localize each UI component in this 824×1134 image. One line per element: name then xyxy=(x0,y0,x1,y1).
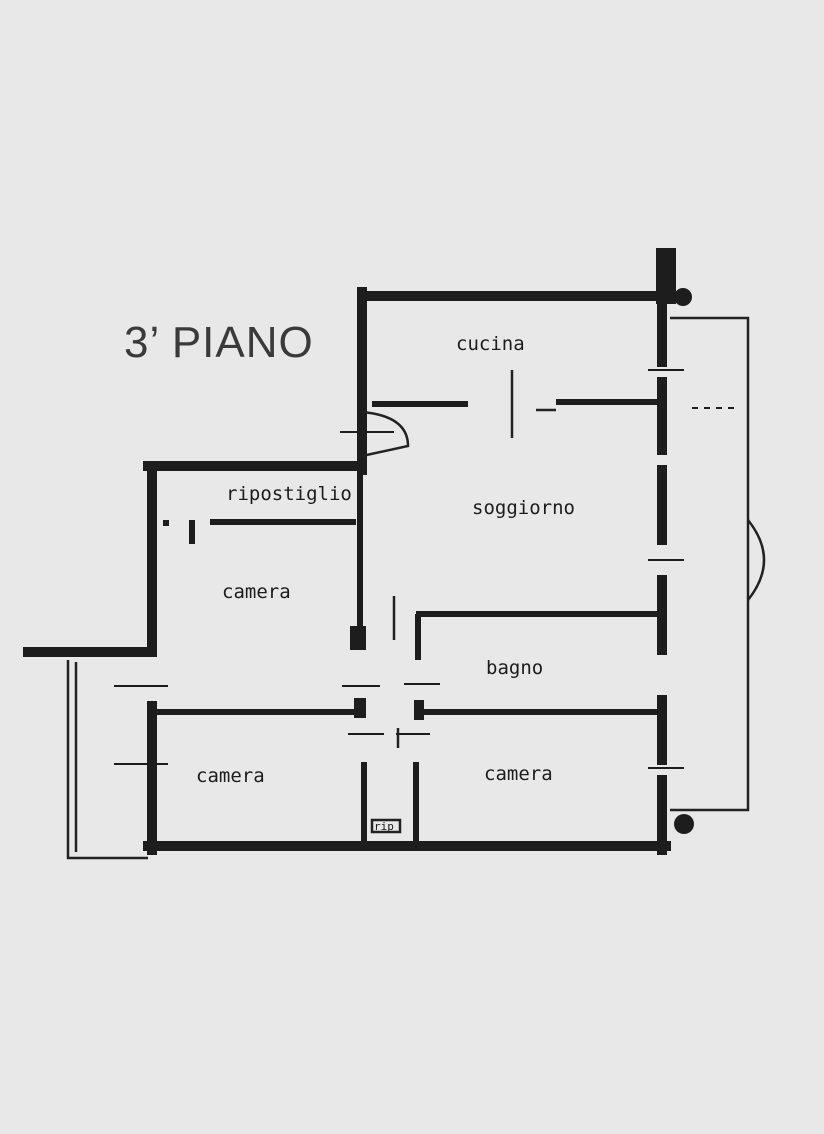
exterior-walls xyxy=(23,248,694,855)
right-balcony xyxy=(648,316,766,812)
interior-partitions xyxy=(152,370,660,846)
room-labels: cucina soggiorno ripostiglio camera bagn… xyxy=(196,333,575,833)
room-label-camera-3: camera xyxy=(484,763,553,785)
room-label-ripostiglio: ripostiglio xyxy=(226,483,352,505)
room-label-soggiorno: soggiorno xyxy=(472,497,575,519)
room-label-camera-2: camera xyxy=(196,765,265,787)
room-label-rip: rip xyxy=(374,820,394,833)
room-label-camera-1: camera xyxy=(222,581,291,603)
room-label-bagno: bagno xyxy=(486,657,543,679)
left-balcony xyxy=(66,660,168,860)
floor-title: 3’ PIANO xyxy=(124,318,314,367)
room-label-cucina: cucina xyxy=(456,333,525,355)
